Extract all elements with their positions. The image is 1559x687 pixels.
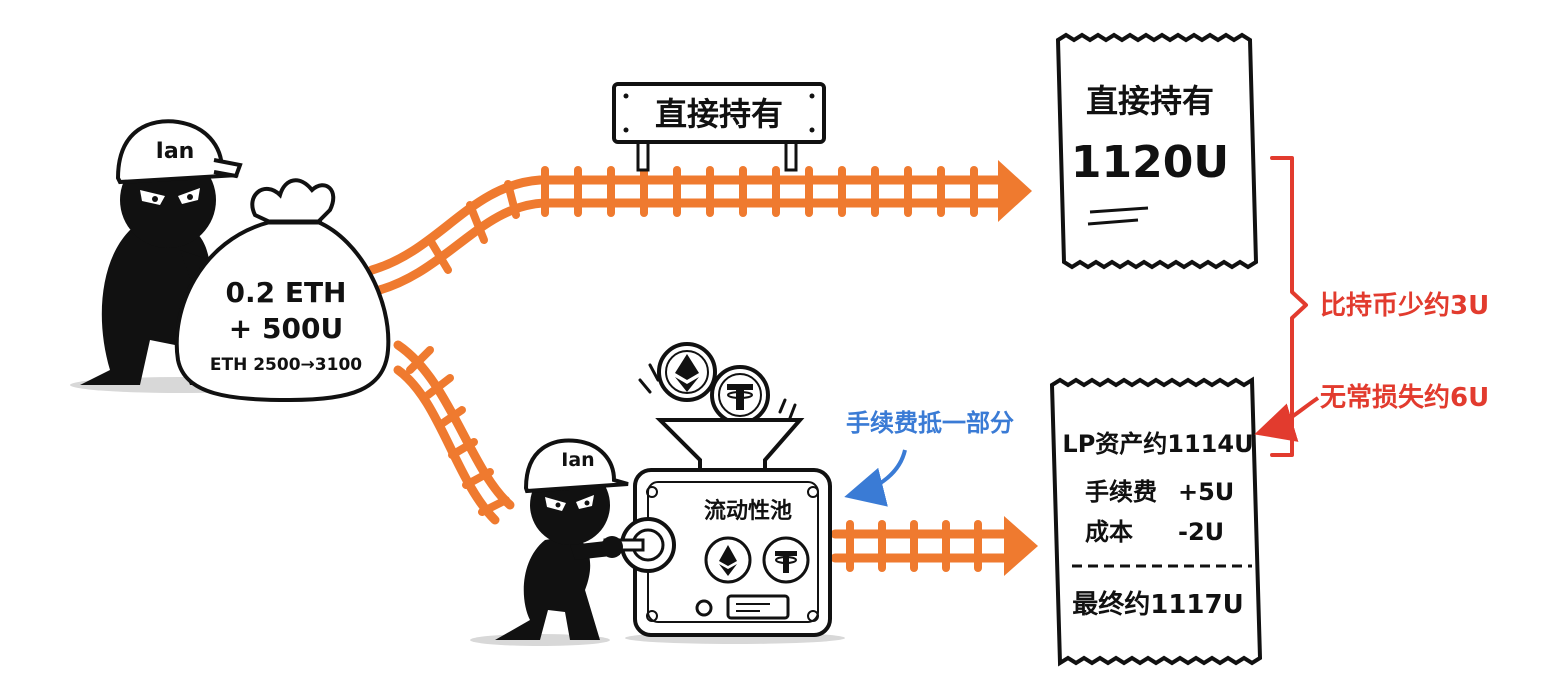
hold-receipt-amount: 1120U <box>1071 137 1229 188</box>
hold-track <box>367 166 1005 297</box>
pool-machine-label: 流动性池 <box>704 498 792 524</box>
diff-label: 比持币少约3U <box>1320 290 1489 321</box>
hold-sign: 直接持有 <box>612 82 826 172</box>
hold-sign-text: 直接持有 <box>655 95 783 133</box>
comparison-bracket <box>1270 156 1308 457</box>
lp-final-line: 最终约1117U <box>1072 589 1243 620</box>
bag-line-3: ETH 2500→3100 <box>210 355 362 375</box>
lp-arrowhead <box>1004 516 1038 576</box>
bag-line-1: 0.2 ETH <box>225 276 346 309</box>
lp-asset-line: LP资产约1114U <box>1062 430 1253 458</box>
operator-cap-label: Ian <box>561 449 594 471</box>
lp-cost-label: 成本 <box>1085 518 1133 546</box>
hold-receipt-title: 直接持有 <box>1086 82 1214 120</box>
il-label: 无常损失约6U <box>1320 382 1489 413</box>
operator-figure: Ian <box>470 438 629 646</box>
tether-coin-flying <box>710 365 770 425</box>
il-arrow <box>1254 396 1320 442</box>
hold-receipt: 直接持有 1120U <box>1055 32 1259 270</box>
lp-track-out <box>830 520 1010 572</box>
investor-cap-label: Ian <box>156 139 195 164</box>
lp-fee-value: +5U <box>1178 478 1234 506</box>
eth-coin-flying <box>657 342 717 402</box>
fee-note-arrow <box>844 449 907 507</box>
lp-cost-value: -2U <box>1178 518 1224 546</box>
motion-lines <box>638 363 797 420</box>
lp-track-in <box>393 340 515 525</box>
hold-arrowhead <box>998 160 1032 222</box>
money-bag: 0.2 ETH + 500U ETH 2500→3100 <box>174 178 391 403</box>
bag-line-2: + 500U <box>229 312 343 345</box>
lp-fee-label: 手续费 <box>1085 478 1157 506</box>
lp-receipt: LP资产约1114U 手续费 +5U 成本 -2U 最终约1117U <box>1049 376 1263 667</box>
liquidity-pool-machine: 流动性池 <box>603 418 845 644</box>
fee-note: 手续费抵一部分 <box>846 409 1014 437</box>
